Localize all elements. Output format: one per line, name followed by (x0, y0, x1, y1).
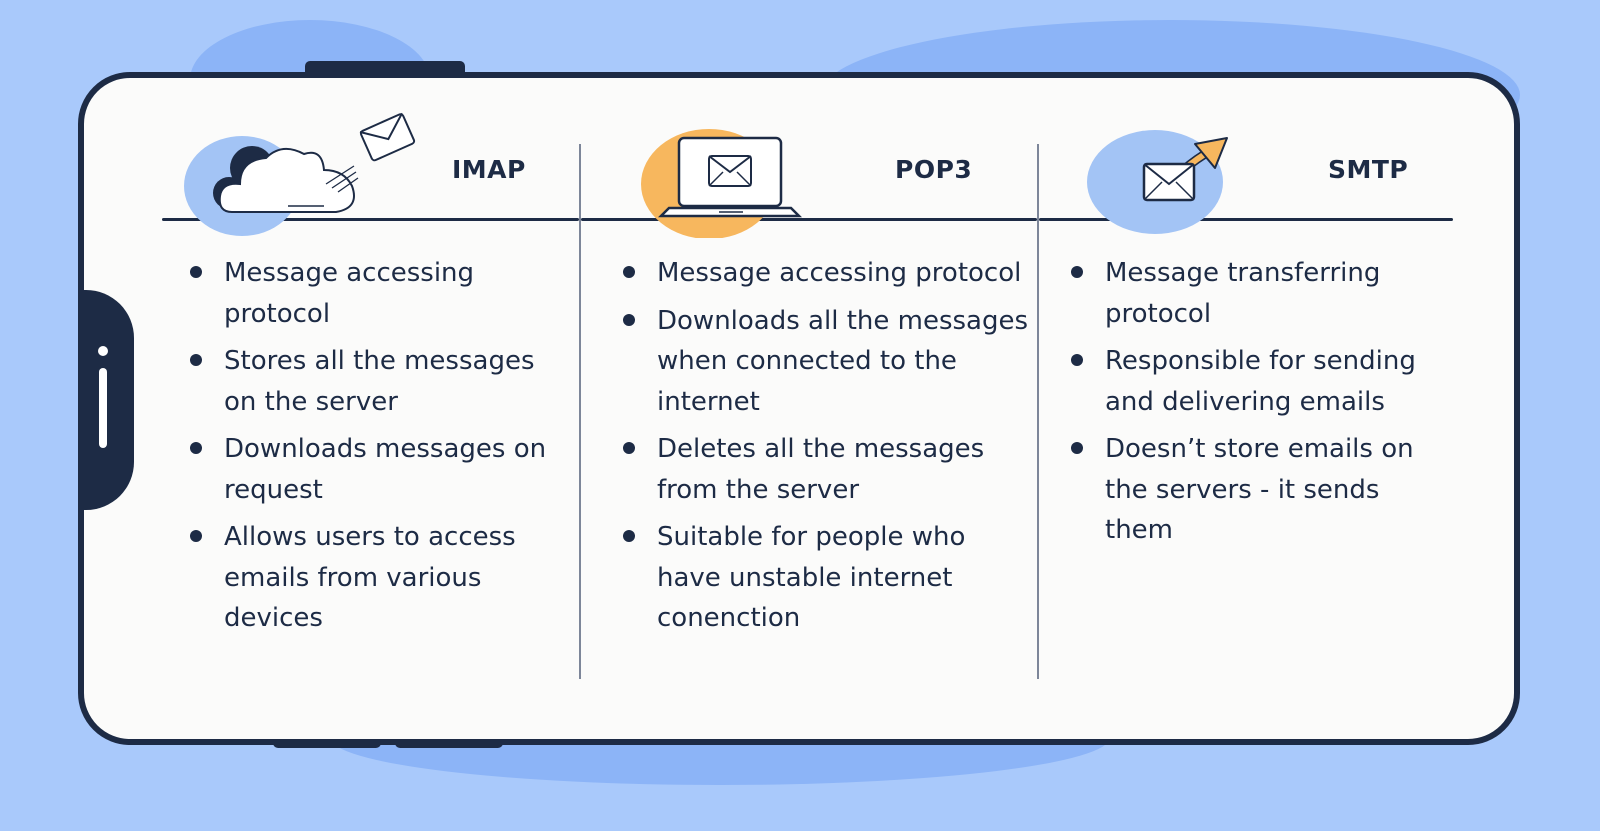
envelope-arrow-icon (1087, 130, 1228, 234)
list-item: Message accessing protocol (190, 253, 570, 334)
speaker-bar (99, 368, 107, 448)
list-item: Stores all the messages on the server (190, 341, 570, 422)
column-smtp: SMTP Message transferring protocol Respo… (1037, 78, 1453, 738)
pop3-bullet-list: Message accessing protocol Downloads all… (623, 253, 1033, 646)
list-item: Downloads messages on request (190, 429, 570, 510)
list-item: Responsible for sending and delivering e… (1071, 341, 1449, 422)
header-underline-smtp (1039, 218, 1453, 221)
smtp-title: SMTP (1328, 155, 1409, 184)
column-imap: IMAP Message accessing protocol Stores a… (84, 78, 579, 738)
phone-notch (80, 290, 134, 510)
list-item: Deletes all the messages from the server (623, 429, 1033, 510)
list-item: Suitable for people who have unstable in… (623, 517, 1033, 639)
list-item: Message accessing protocol (623, 253, 1033, 294)
imap-bullet-list: Message accessing protocol Stores all th… (190, 253, 570, 646)
list-item: Doesn’t store emails on the servers - it… (1071, 429, 1449, 551)
smtp-bullet-list: Message transferring protocol Responsibl… (1071, 253, 1449, 558)
imap-title: IMAP (452, 155, 526, 184)
camera-dot (98, 346, 108, 356)
header-underline-pop3 (581, 218, 1037, 221)
phone-frame: IMAP Message accessing protocol Stores a… (78, 72, 1520, 745)
laptop-envelope-icon (641, 129, 803, 238)
header-underline-imap (162, 218, 579, 221)
list-item: Downloads all the messages when connecte… (623, 301, 1033, 423)
list-item: Allows users to access emails from vario… (190, 517, 570, 639)
column-divider-2 (1037, 144, 1039, 679)
column-divider-1 (579, 144, 581, 679)
pop3-title: POP3 (895, 155, 973, 184)
cloud-envelope-icon (184, 112, 416, 236)
column-pop3: POP3 Message accessing protocol Download… (579, 78, 1037, 738)
list-item: Message transferring protocol (1071, 253, 1449, 334)
